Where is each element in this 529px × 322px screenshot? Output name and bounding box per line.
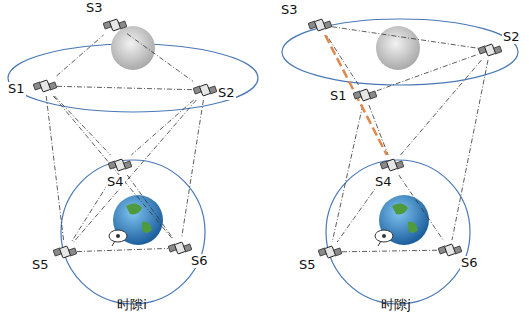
left-scene [8,26,258,304]
link-line [182,100,204,238]
satellite-node: S1 [353,85,377,105]
link-line [326,35,358,85]
link-line [74,100,197,242]
satellite-icon [193,80,217,100]
link-line [332,105,363,242]
link-line [46,96,64,242]
satellite-label: S5 [31,258,50,272]
satellite-label: S6 [460,256,479,270]
satellite-label: S4 [374,175,393,189]
satellite-label: S2 [502,30,521,44]
satellite-node: S6 [168,238,192,258]
satellite-node: S6 [438,240,462,260]
satellite-label: S3 [85,1,104,15]
link-line [325,35,387,155]
satellite-node: S4 [108,155,132,175]
satellite-icon [380,155,404,175]
link-line [342,250,438,252]
time-slot-caption: 时隙j [381,296,411,314]
satellite-icon [33,76,57,96]
satellite-node: S5 [318,242,342,262]
satellite-icon [108,155,132,175]
link-line [131,100,193,155]
satellite-label: S4 [106,175,125,189]
satellite-node: S3 [103,15,127,35]
satellite-node: S2 [193,80,217,100]
right-scene [282,19,518,304]
link-line [377,54,478,90]
link-line [369,105,388,155]
satellite-icon [168,238,192,258]
satellite-node: S5 [53,242,77,262]
satellite-label: S1 [7,82,26,96]
link-line [127,175,173,238]
link-line [399,175,443,240]
satellite-node: S4 [380,155,404,175]
link-line [127,34,193,82]
satellite-node: S3 [308,15,332,35]
satellite-label: S3 [280,3,299,17]
link-line [401,60,482,155]
satellite-icon [53,242,77,262]
satellite-node: S2 [478,40,502,60]
satellite-icon [308,15,332,35]
link-line [77,248,168,251]
link-line [56,35,103,76]
link-line [452,60,488,240]
satellite-label: S5 [298,258,317,272]
link-line [54,96,110,155]
satellite-label: S6 [190,254,209,268]
satellite-node: S1 [33,76,57,96]
satellite-icon [353,85,377,105]
satellite-icon [103,15,127,35]
satellite-icon [438,240,462,260]
satellite-label: S1 [329,89,348,103]
link-line [332,27,478,48]
link-line [53,96,171,238]
satellite-icon [478,40,502,60]
time-slot-caption: 时隙i [117,296,147,314]
satellite-label: S2 [217,86,236,100]
link-line [57,86,193,89]
satellite-icon [318,242,342,262]
